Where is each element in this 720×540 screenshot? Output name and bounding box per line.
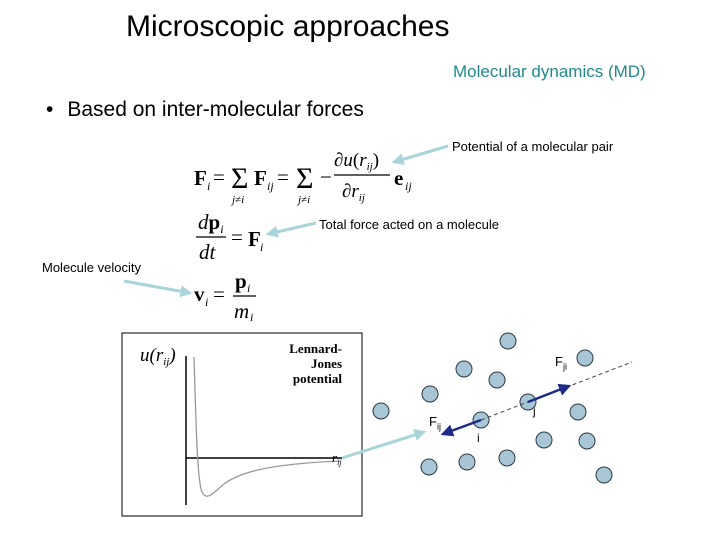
bullet-point: • Based on inter-molecular forces <box>46 98 364 122</box>
svg-text:=: = <box>213 165 225 189</box>
svg-text:j≠i: j≠i <box>296 194 310 206</box>
svg-text:=: = <box>213 282 225 306</box>
molecule-field <box>372 332 613 484</box>
arrow-pair-potential <box>391 144 449 166</box>
label-fji: Fji <box>555 354 567 372</box>
svg-text:e: e <box>394 166 403 190</box>
label-fij: Fij <box>429 414 441 432</box>
svg-text:=: = <box>277 165 289 189</box>
svg-text:F: F <box>248 227 261 251</box>
annotation-total-force: Total force acted on a molecule <box>319 217 499 232</box>
molecule <box>488 371 506 389</box>
molecule <box>569 403 587 421</box>
equation-force-sum: F i = Σ j≠i F ij = Σ j≠i − ∂u(rij) ∂rij … <box>194 150 412 206</box>
svg-text:F: F <box>254 166 267 190</box>
svg-text:Σ: Σ <box>296 162 313 195</box>
arrow-to-molecule <box>341 429 427 460</box>
bullet-symbol: • <box>46 98 54 121</box>
svg-text:−: − <box>320 165 332 189</box>
svg-text:=: = <box>231 225 243 249</box>
svg-text:i: i <box>247 281 250 295</box>
svg-text:dt: dt <box>199 240 217 264</box>
equation-momentum: dpi dt = F i <box>196 210 263 264</box>
svg-text:Σ: Σ <box>231 162 248 195</box>
svg-text:v: v <box>194 282 205 306</box>
annotation-velocity: Molecule velocity <box>42 260 141 275</box>
lj-plot-frame <box>121 332 363 517</box>
svg-text:dpi: dpi <box>198 210 224 236</box>
svg-text:∂rij: ∂rij <box>342 181 365 204</box>
svg-text:i: i <box>207 179 210 193</box>
svg-text:p: p <box>235 269 247 293</box>
lj-y-axis-label: u(rij) <box>140 345 176 368</box>
molecule <box>372 402 390 420</box>
molecule <box>420 458 438 476</box>
arrow-total-force <box>265 221 317 238</box>
svg-text:i: i <box>250 310 253 324</box>
molecule <box>499 332 517 350</box>
slide-subtitle: Molecular dynamics (MD) <box>453 62 646 81</box>
lj-potential-curve <box>193 356 341 497</box>
bullet-text: Based on inter-molecular forces <box>67 98 364 121</box>
molecule <box>578 432 596 450</box>
svg-text:m: m <box>234 299 249 323</box>
molecule <box>535 431 553 449</box>
svg-text:ij: ij <box>267 179 274 193</box>
svg-text:ij: ij <box>405 179 412 193</box>
force-vector-fji <box>527 383 572 404</box>
molecule <box>421 385 439 403</box>
force-vector-fij <box>440 418 482 437</box>
svg-text:F: F <box>194 166 207 190</box>
svg-text:j≠i: j≠i <box>230 194 244 206</box>
lj-x-axis-label: rij <box>332 450 342 467</box>
molecule <box>458 453 476 471</box>
label-j: j <box>533 404 536 418</box>
annotation-pair-potential: Potential of a molecular pair <box>452 139 614 154</box>
molecule <box>498 449 516 467</box>
molecule <box>455 360 473 378</box>
equation-velocity: v i = p i m i <box>194 269 256 324</box>
svg-text:i: i <box>205 295 208 309</box>
lj-caption: Lennard-Jones potential <box>289 341 342 386</box>
label-i: i <box>477 431 480 445</box>
slide-title: Microscopic approaches <box>126 10 450 43</box>
svg-text:∂u(rij): ∂u(rij) <box>334 150 379 173</box>
svg-text:i: i <box>260 240 263 254</box>
molecule <box>576 349 594 367</box>
lj-potential-plot: u(rij) rij <box>121 332 363 517</box>
molecule <box>595 466 613 484</box>
arrow-velocity <box>123 279 193 298</box>
